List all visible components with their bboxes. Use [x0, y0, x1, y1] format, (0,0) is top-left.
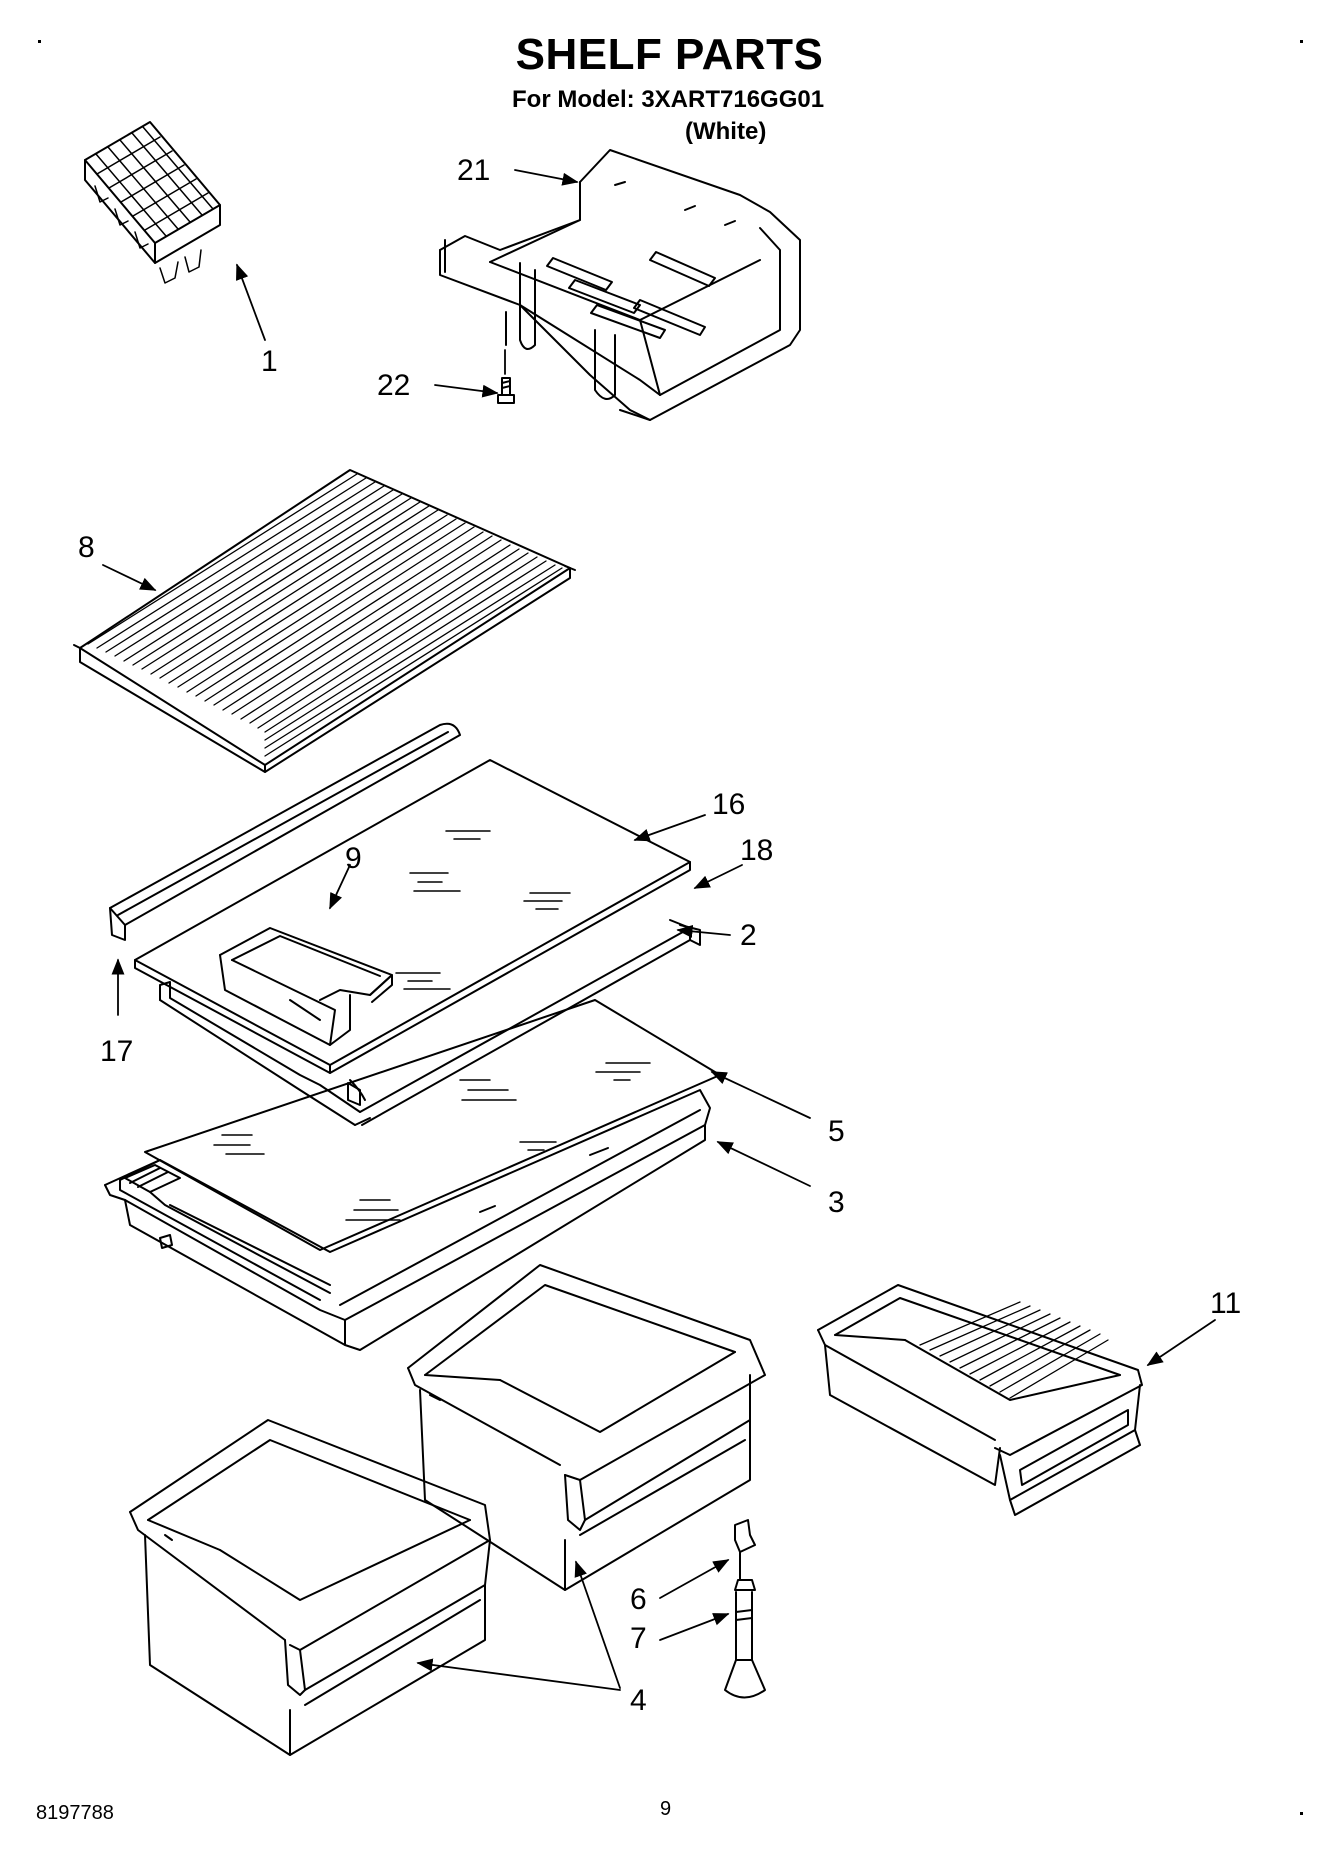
crisper-drawer-lower-part: [129, 1419, 491, 1756]
callout-2: 2: [740, 919, 757, 952]
color-line: (White): [685, 118, 767, 145]
screw-part: [497, 377, 515, 404]
callout-6: 6: [630, 1583, 647, 1616]
page-number: 9: [660, 1798, 672, 1820]
page-title: SHELF PARTS: [515, 30, 824, 79]
callout-11: 11: [1210, 1287, 1241, 1320]
callout-9: 9: [345, 842, 362, 875]
callout-7: 7: [630, 1622, 647, 1655]
crisper-cover-frame-part: [104, 1089, 711, 1351]
corner-mark: [38, 40, 41, 43]
callout-22: 22: [377, 369, 410, 402]
shelf-trim-rail-part: [109, 722, 461, 941]
callout-arrows: [102, 169, 1216, 1691]
shelf-frame-part: [159, 919, 701, 1126]
meat-drawer-part: [817, 1284, 1143, 1516]
callout-16: 16: [712, 788, 745, 821]
callout-21: 21: [457, 154, 490, 187]
document-number: 8197788: [36, 1802, 114, 1824]
callout-8: 8: [78, 531, 95, 564]
callout-3: 3: [828, 1186, 845, 1219]
callout-1: 1: [261, 345, 278, 378]
model-line: For Model: 3XART716GG01: [512, 86, 825, 113]
ice-tray-part: [84, 121, 221, 284]
glass-shelf-part: [134, 759, 691, 1074]
callout-4: 4: [630, 1684, 647, 1717]
callout-17: 17: [100, 1035, 133, 1068]
callout-18: 18: [740, 834, 773, 867]
corner-mark: [1300, 40, 1303, 43]
corner-mark: [1300, 1812, 1303, 1815]
crisper-cover-glass-part: [144, 999, 721, 1251]
crisper-drawer-upper-part: [407, 1264, 766, 1591]
freezer-shelf-pan-part: [439, 149, 801, 421]
utility-bin-part: [219, 927, 393, 1046]
leveling-leg-part: [724, 1519, 766, 1699]
callout-5: 5: [828, 1115, 845, 1148]
wire-shelf-part: [73, 469, 576, 773]
